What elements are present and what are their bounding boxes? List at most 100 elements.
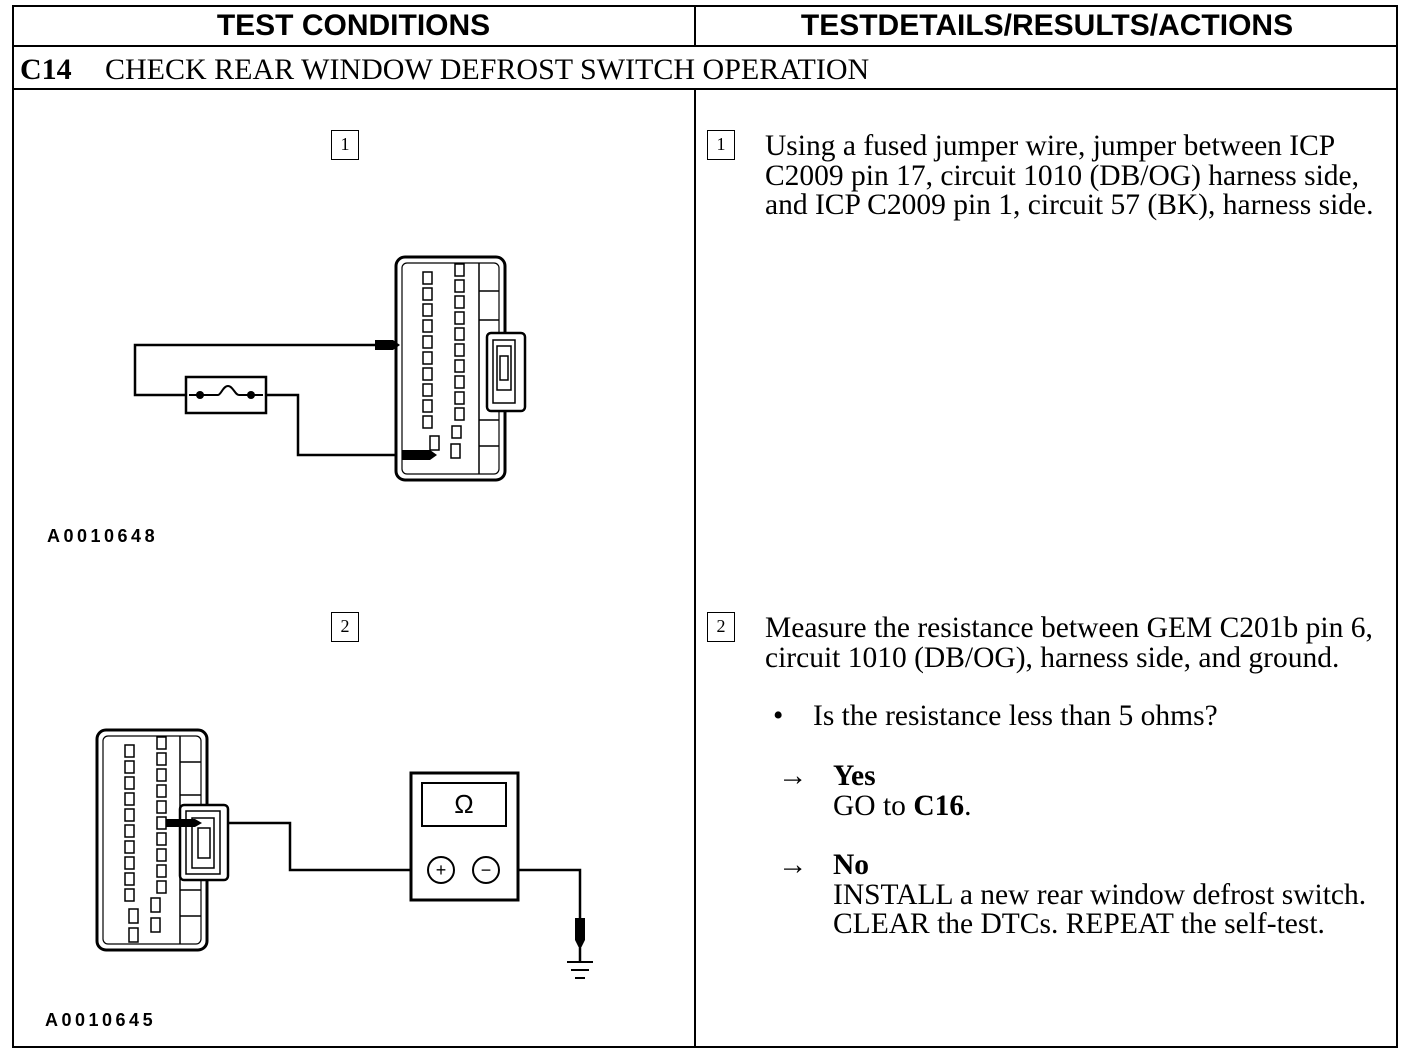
figure-2-id: A0010645 <box>45 1010 157 1030</box>
connector-pin <box>454 343 465 357</box>
positive-symbol: + <box>436 860 447 880</box>
connector-pin <box>451 425 462 439</box>
table-frame <box>12 5 1398 1048</box>
header-test-details: TESTDETAILS/RESULTS/ACTIONS <box>800 9 1294 42</box>
answer-no: No <box>833 849 870 881</box>
connector-pin <box>156 768 167 782</box>
connector-pin <box>454 311 465 325</box>
probe-tip-upper <box>375 340 400 350</box>
connector-pin <box>124 856 135 870</box>
step-1-box-left: 1 <box>331 130 359 160</box>
connector-pin <box>156 880 167 894</box>
action-yes: GO to C16. <box>833 789 972 822</box>
connector-icon <box>95 728 230 952</box>
action-no-line: CLEAR the DTCs. REPEAT the self-test. <box>833 908 1325 940</box>
step-2-box-right: 2 <box>707 612 735 642</box>
connector-pin <box>454 391 465 405</box>
action-no-line: INSTALL a new rear window defrost switch… <box>833 878 1367 911</box>
step-1-box-right: 1 <box>707 130 735 160</box>
connector-pin <box>422 287 433 301</box>
connector-inner-wall <box>401 262 500 475</box>
connector-pin <box>422 271 433 285</box>
connector-pin <box>150 917 161 933</box>
probe-icon <box>166 819 585 950</box>
connector-pin <box>156 736 167 750</box>
probe-tip-ground <box>575 918 585 950</box>
fuse-element <box>189 384 263 396</box>
connector-pins <box>422 263 465 459</box>
connector-pin <box>422 399 433 413</box>
connector-pin <box>422 367 433 381</box>
body-column-divider <box>694 88 696 1048</box>
connector-pin <box>124 808 135 822</box>
action-yes-ref: C16 <box>913 789 965 822</box>
connector-icon <box>394 255 527 482</box>
action-yes-prefix: GO to <box>833 789 914 822</box>
connector-pin <box>156 800 167 814</box>
ground-icon <box>567 961 593 979</box>
connector-pin <box>156 832 167 846</box>
result-no: No INSTALL a new rear window defrost swi… <box>833 849 1367 940</box>
connector-pin <box>150 897 161 913</box>
ohmmeter-display <box>421 782 507 827</box>
ohmmeter-icon: Ω + − <box>409 771 520 902</box>
question-bullet: • <box>773 700 784 732</box>
connector-pin <box>156 848 167 862</box>
negative-symbol: − <box>481 860 492 880</box>
probe-tip-connector <box>166 819 202 827</box>
header-test-conditions: TEST CONDITIONS <box>216 9 491 42</box>
probe-icon <box>375 340 437 460</box>
connector-pin <box>429 435 440 451</box>
step-1-instruction: Using a fused jumper wire, jumper betwee… <box>765 130 1374 221</box>
connector-pin <box>454 295 465 309</box>
connector-pin <box>124 824 135 838</box>
connector-pin <box>422 303 433 317</box>
positive-terminal <box>427 856 455 884</box>
figure-1-id: A0010648 <box>47 526 159 546</box>
connector-pin <box>156 816 167 830</box>
connector-pin <box>156 752 167 766</box>
connector-pin <box>124 760 135 774</box>
figure-1-jumper-diagram <box>133 255 527 482</box>
connector-pin <box>156 864 167 878</box>
action-yes-suffix: . <box>964 789 972 822</box>
probe-tip-lower <box>402 450 437 460</box>
connector-latch <box>485 331 527 413</box>
connector-pin <box>454 407 465 421</box>
result-no-arrow: → <box>778 849 808 881</box>
connector-pins <box>124 736 167 943</box>
connector-pin <box>124 872 135 886</box>
connector-pin <box>454 375 465 389</box>
jumper-wire-icon <box>133 343 404 457</box>
section-rule <box>12 88 1398 90</box>
fuse-terminal <box>247 391 255 399</box>
result-yes: Yes GO to C16. <box>833 761 972 822</box>
connector-pin <box>124 888 135 902</box>
connector-pin <box>124 744 135 758</box>
connector-pin <box>422 335 433 349</box>
connector-pin <box>422 383 433 397</box>
connector-pin <box>128 908 139 924</box>
fuse-terminal <box>196 391 204 399</box>
connector-pin <box>422 319 433 333</box>
connector-pin <box>454 279 465 293</box>
connector-pin <box>450 443 461 459</box>
connector-ribs <box>478 263 499 474</box>
instruction-line: Using a fused jumper wire, jumper betwee… <box>765 130 1336 162</box>
negative-lead <box>499 868 582 920</box>
instruction-line: and ICP C2009 pin 1, circuit 57 (BK), ha… <box>765 189 1374 221</box>
connector-pin <box>128 927 139 943</box>
instruction-line: C2009 pin 17, circuit 1010 (DB/OG) harne… <box>765 159 1360 192</box>
instruction-line: Measure the resistance between GEM C201b… <box>765 612 1373 644</box>
connector-latch <box>178 803 230 882</box>
connector-pin <box>124 776 135 790</box>
connector-pin <box>454 359 465 373</box>
fuse-icon <box>184 375 268 415</box>
step-2-box-left: 2 <box>331 612 359 642</box>
connector-pin <box>124 840 135 854</box>
connector-pin <box>422 415 433 429</box>
question-text: Is the resistance less than 5 ohms? <box>813 700 1218 732</box>
connector-pin <box>454 327 465 341</box>
instruction-line: circuit 1010 (DB/OG), harness side, and … <box>765 641 1340 674</box>
